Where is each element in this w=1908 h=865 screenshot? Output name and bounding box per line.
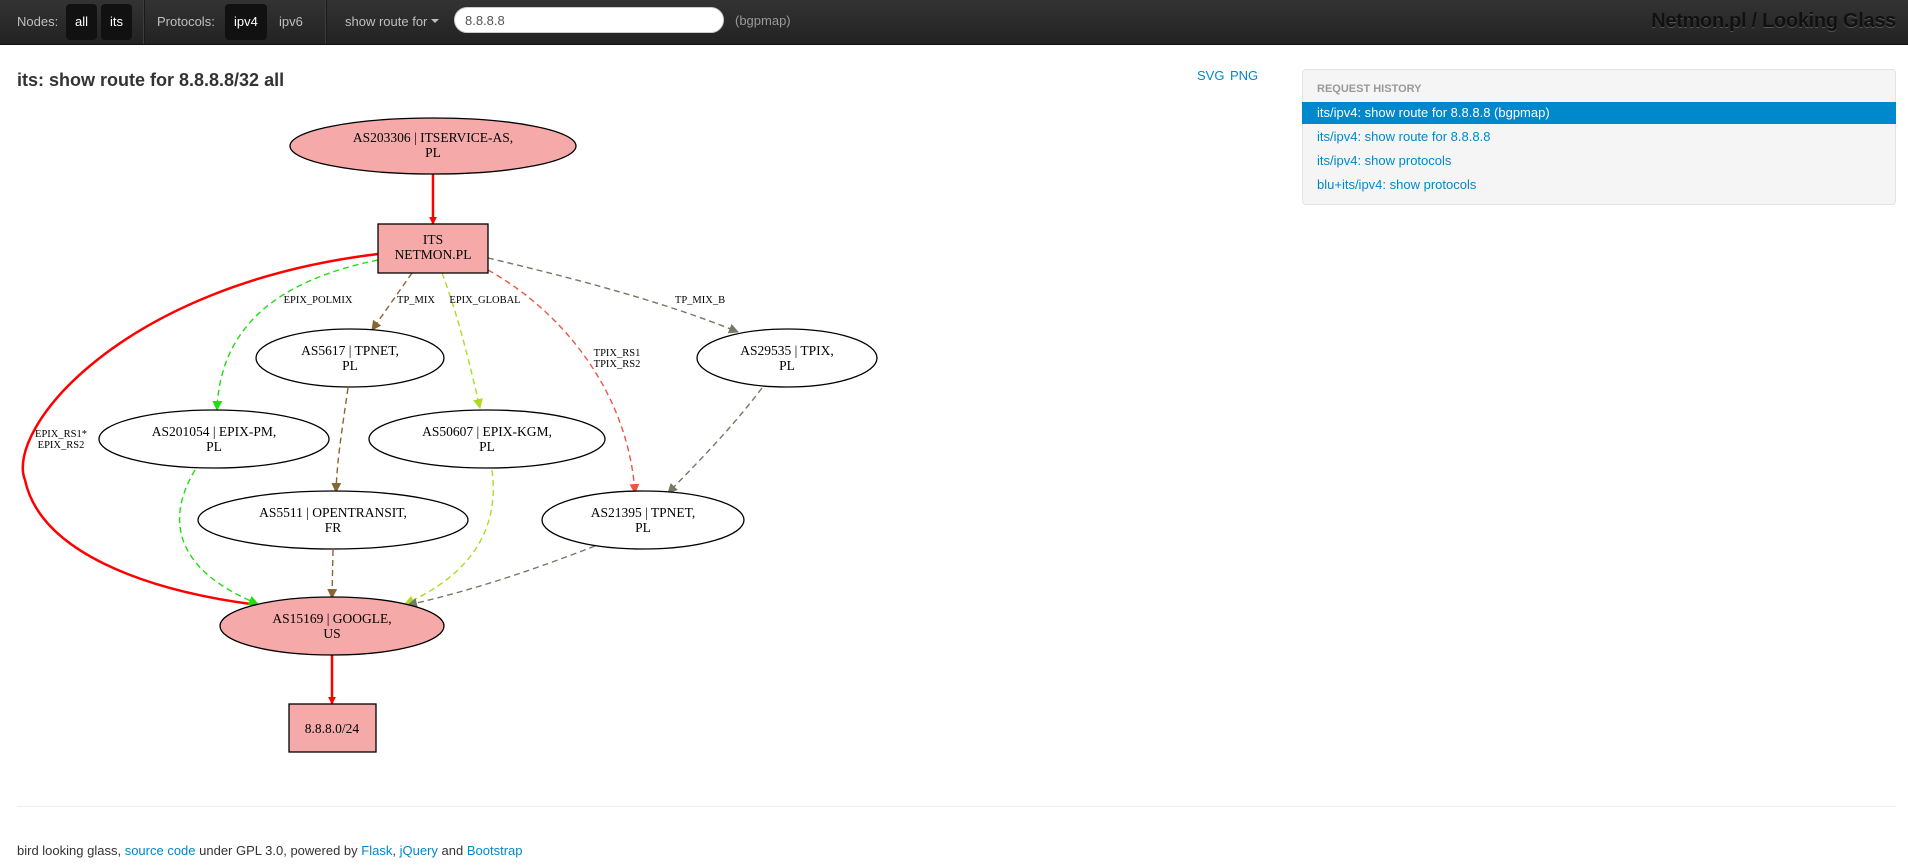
edge-as21395-as15169 — [407, 545, 596, 608]
node-label: ITS — [423, 232, 443, 247]
edge-label-epix-global: EPIX_GLOBAL — [449, 295, 520, 306]
download-png-link[interactable]: PNG — [1230, 68, 1259, 83]
node-label: AS15169 | GOOGLE, — [272, 611, 391, 626]
node-label: PL — [479, 439, 495, 454]
node-as50607[interactable]: AS50607 | EPIX-KGM, PL — [368, 409, 606, 469]
brand-title[interactable]: Netmon.pl / Looking Glass — [1651, 10, 1896, 32]
history-item[interactable]: blu+its/ipv4: show protocols — [1317, 177, 1477, 192]
history-item[interactable]: its/ipv4: show route for 8.8.8.8 — [1317, 129, 1491, 144]
node-label: PL — [635, 520, 651, 535]
node-its-button[interactable]: its — [101, 4, 132, 40]
node-label: 8.8.8.0/24 — [305, 721, 360, 736]
protocol-ipv4-button[interactable]: ipv4 — [225, 4, 267, 40]
node-label: AS29535 | TPIX, — [740, 343, 834, 358]
command-dropdown[interactable]: show route for — [345, 14, 440, 29]
history-header: Request History — [1317, 83, 1422, 95]
edge-label-tp-mix-b: TP_MIX_B — [675, 295, 725, 306]
node-label: FR — [325, 520, 342, 535]
navbar: Nodes: all its Protocols: ipv4 ipv6 show… — [0, 0, 1908, 45]
edge-label-epix-rs1: EPIX_RS1* — [35, 429, 87, 440]
node-as5511[interactable]: AS5511 | OPENTRANSIT, FR — [197, 490, 469, 550]
chevron-down-icon — [431, 19, 440, 24]
node-as201054[interactable]: AS201054 | EPIX-PM, PL — [98, 409, 330, 469]
history-item[interactable]: its/ipv4: show route for 8.8.8.8 (bgpmap… — [1302, 102, 1896, 124]
source-code-link[interactable]: source code — [124, 843, 196, 858]
node-label: AS5511 | OPENTRANSIT, — [259, 505, 407, 520]
node-label: AS21395 | TPNET, — [591, 505, 696, 520]
footer-text: and — [441, 843, 464, 858]
protocols-label: Protocols: — [157, 14, 215, 29]
node-label: PL — [779, 358, 795, 373]
edge-its-as5617 — [371, 272, 413, 331]
request-history-panel: Request History its/ipv4: show route for… — [1302, 69, 1896, 205]
node-label: NETMON.PL — [395, 247, 472, 262]
node-as5617[interactable]: AS5617 | TPNET, PL — [255, 328, 445, 388]
edge-label-epix-rs2: EPIX_RS2 — [38, 440, 85, 451]
bgp-route-map: EPIX_POLMIX TP_MIX EPIX_GLOBAL TPIX_RS1 … — [21, 117, 878, 753]
node-as15169[interactable]: AS15169 | GOOGLE, US — [219, 596, 445, 656]
node-label: PL — [342, 358, 358, 373]
footer-text: , — [392, 843, 396, 858]
protocol-ipv6-button[interactable]: ipv6 — [279, 14, 303, 29]
edge-label-tpix-rs2: TPIX_RS2 — [594, 359, 641, 370]
edge-as201054-as15169 — [178, 469, 259, 606]
edge-label-tp-mix: TP_MIX — [397, 295, 435, 306]
footer-text: under GPL 3.0, powered by — [199, 843, 358, 858]
jquery-link[interactable]: jQuery — [399, 843, 438, 858]
mode-label: (bgpmap) — [735, 13, 791, 28]
footer-text: bird looking glass, — [17, 843, 122, 858]
node-label: AS201054 | EPIX-PM, — [152, 424, 277, 439]
node-label: AS5617 | TPNET, — [301, 343, 399, 358]
node-label: AS50607 | EPIX-KGM, — [422, 424, 552, 439]
footer: bird looking glass, source code under GP… — [17, 843, 523, 858]
node-as21395[interactable]: AS21395 | TPNET, PL — [541, 490, 745, 550]
command-label: show route for — [345, 14, 428, 29]
edge-label-tpix-rs1: TPIX_RS1 — [594, 348, 641, 359]
edge-as29535-as21395 — [667, 387, 763, 494]
node-prefix[interactable]: 8.8.8.0/24 — [288, 703, 377, 753]
node-as29535[interactable]: AS29535 | TPIX, PL — [696, 328, 878, 388]
edge-its-as15169-direct — [21, 252, 379, 609]
download-svg-link[interactable]: SVG — [1197, 68, 1225, 83]
nav-divider — [143, 0, 145, 44]
node-label: PL — [425, 145, 441, 160]
page-title: its: show route for 8.8.8.8/32 all — [17, 70, 285, 90]
node-as203306[interactable]: AS203306 | ITSERVICE-AS, PL — [289, 117, 577, 175]
edge-as50607-as15169 — [404, 469, 494, 605]
node-label: PL — [206, 439, 222, 454]
edge-label-epix-polmix: EPIX_POLMIX — [284, 295, 353, 306]
flask-link[interactable]: Flask — [361, 843, 393, 858]
footer-divider — [17, 806, 1896, 807]
node-label: US — [323, 626, 340, 641]
edge-its-as50607 — [441, 272, 483, 409]
edge-as5617-as5511 — [331, 387, 349, 493]
edge-its-as21395 — [487, 269, 640, 494]
nav-divider — [325, 0, 327, 44]
query-input[interactable] — [454, 7, 724, 33]
edge-as5511-as15169 — [327, 549, 338, 599]
bootstrap-link[interactable]: Bootstrap — [466, 843, 523, 858]
node-label: AS203306 | ITSERVICE-AS, — [353, 130, 513, 145]
nodes-label: Nodes: — [17, 14, 59, 29]
node-its[interactable]: ITS NETMON.PL — [377, 223, 489, 274]
history-item[interactable]: its/ipv4: show protocols — [1317, 153, 1452, 168]
node-all-button[interactable]: all — [66, 4, 98, 40]
